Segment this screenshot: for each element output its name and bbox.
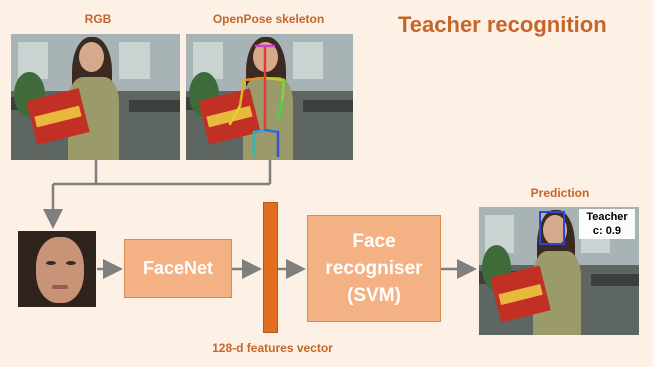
recogniser-line-3: (SVM) [347,285,401,306]
rgb-photo [11,34,180,160]
recogniser-line-1: Face [352,231,396,252]
face-bounding-box [539,211,565,245]
cropped-face-photo [18,231,96,307]
face-recogniser-block: Face recogniser (SVM) [307,215,441,322]
feature-vector-bar [263,202,278,333]
prediction-photo: Teacher c: 0.9 [479,207,639,335]
facenet-block: FaceNet [124,239,232,298]
skeleton-overlay [228,44,286,158]
prediction-confidence: c: 0.9 [592,225,622,237]
rgb-label: RGB [84,12,112,26]
openpose-label: OpenPose skeleton [212,12,325,26]
openpose-photo [186,34,353,160]
prediction-class-label: Teacher [586,211,628,223]
prediction-label: Prediction [530,186,590,200]
prediction-tag: Teacher c: 0.9 [579,209,635,239]
recogniser-line-2: recogniser [325,258,423,279]
features-vector-label: 128-d features vector [212,341,333,355]
diagram-title: Teacher recognition [398,12,607,37]
